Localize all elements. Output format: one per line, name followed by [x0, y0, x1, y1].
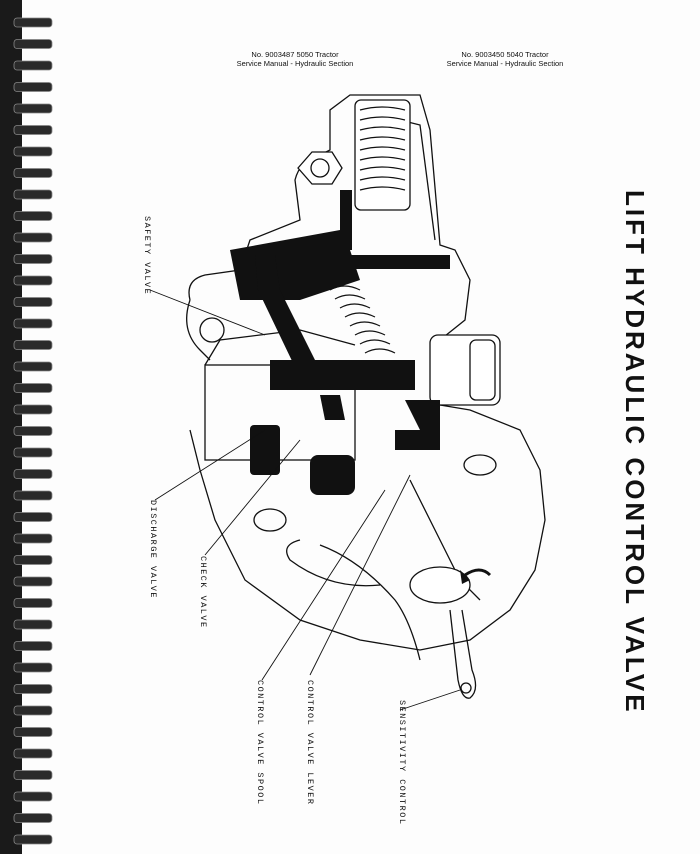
- label-control-valve-lever: CONTROL VALVE LEVER: [305, 680, 315, 806]
- label-safety-valve: SAFETY VALVE: [142, 216, 152, 296]
- header-right: No. 9003450 5040 Tractor Service Manual …: [435, 50, 575, 68]
- header-right-line1: No. 9003450 5040 Tractor: [461, 50, 549, 59]
- header-right-line2: Service Manual - Hydraulic Section: [446, 59, 564, 68]
- header-left-line1: No. 9003487 5050 Tractor: [251, 50, 339, 59]
- spiral-binding: [0, 0, 53, 854]
- label-check-valve: CHECK VALVE: [198, 556, 208, 629]
- header-left-line2: Service Manual - Hydraulic Section: [236, 59, 354, 68]
- label-control-valve-spool: CONTROL VALVE SPOOL: [255, 680, 265, 806]
- header-left: No. 9003487 5050 Tractor Service Manual …: [230, 50, 360, 68]
- label-sensitivity-control: SENSITIVITY CONTROL: [397, 700, 407, 826]
- label-discharge-valve: DISCHARGE VALVE: [148, 500, 158, 600]
